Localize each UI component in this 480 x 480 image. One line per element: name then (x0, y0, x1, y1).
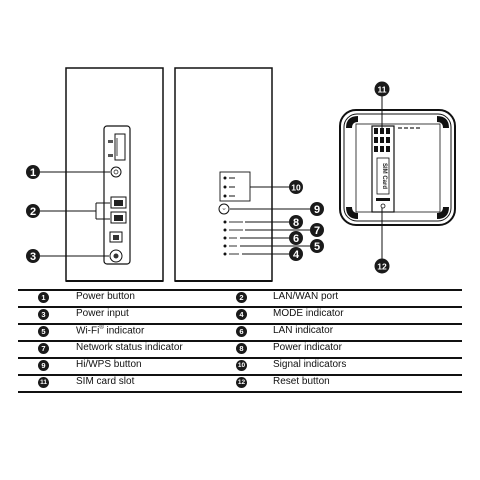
legend-badge: 11 (38, 377, 49, 388)
legend-badge: 9 (38, 360, 49, 371)
callout-11: 11 (374, 81, 390, 97)
legend-label: MODE indicator (273, 308, 344, 319)
callout-10: 10 (289, 180, 303, 194)
legend-row-rule (18, 306, 462, 308)
legend-row-rule (18, 357, 462, 359)
callout-12: 12 (374, 258, 390, 274)
legend-label: Hi/WPS button (76, 359, 142, 370)
legend-label: Power button (76, 291, 135, 302)
callout-7: 7 (310, 223, 324, 237)
legend-row: 11 SIM card slot 12 Reset button (18, 375, 462, 391)
legend-label: Power input (76, 308, 129, 319)
callout-6: 6 (289, 231, 303, 245)
legend-label: Signal indicators (273, 359, 347, 370)
legend-label: Network status indicator (76, 342, 183, 353)
svg-text:7: 7 (314, 225, 320, 237)
svg-text:9: 9 (314, 204, 320, 216)
legend-row-rule (18, 340, 462, 342)
wps-button-drawing (218, 203, 230, 215)
legend-badge: 6 (236, 326, 247, 337)
svg-text:2: 2 (30, 206, 36, 218)
legend-label: LAN/WAN port (273, 291, 339, 302)
legend-label: LAN indicator (273, 325, 334, 336)
legend-row: 5 Wi-Fi® indicator 6 LAN indicator (18, 324, 462, 340)
svg-text:4: 4 (293, 249, 300, 261)
svg-text:3: 3 (30, 251, 36, 263)
legend-badge: 2 (236, 292, 247, 303)
legend-row: 9 Hi/WPS button 10 Signal indicators (18, 358, 462, 374)
legend-label: Reset button (273, 376, 330, 387)
callout-1: 1 (26, 165, 40, 179)
legend-badge: 12 (236, 377, 247, 388)
callout-5: 5 (310, 239, 324, 253)
svg-text:8: 8 (293, 217, 299, 229)
svg-text:10: 10 (291, 183, 301, 193)
signal-indicator-dots (223, 176, 235, 198)
legend-row-rule (18, 374, 462, 376)
router-bottom-view: SIM Card (339, 109, 456, 226)
callout-2: 2 (26, 204, 40, 218)
legend-row: 7 Network status indicator 8 Power indic… (18, 341, 462, 357)
svg-text:W: W (223, 207, 226, 211)
legend-badge: 10 (236, 360, 247, 371)
callout-8: 8 (289, 215, 303, 229)
reset-button-drawing (380, 203, 386, 209)
router-front-view: W (174, 67, 273, 282)
legend-bottom-rule (18, 391, 462, 393)
svg-text:6: 6 (293, 233, 299, 245)
callout-9: 9 (310, 202, 324, 216)
svg-text:12: 12 (377, 262, 387, 272)
callout-4: 4 (289, 247, 303, 261)
legend-label: Power indicator (273, 342, 342, 353)
router-diagram: 1 2 3 W (26, 67, 456, 282)
legend-label: SIM card slot (76, 376, 135, 387)
sim-card-label: SIM Card (381, 163, 387, 189)
legend-badge: 5 (38, 326, 49, 337)
legend-label: Wi-Fi® indicator (76, 325, 145, 337)
svg-text:1: 1 (30, 167, 36, 179)
legend-row: 3 Power input 4 MODE indicator (18, 307, 462, 323)
legend-row-rule (18, 323, 462, 325)
callout-3: 3 (26, 249, 40, 263)
legend-badge: 1 (38, 292, 49, 303)
status-indicator-dots (223, 220, 243, 256)
power-button-drawing (110, 166, 122, 178)
legend-top-rule (18, 289, 462, 291)
legend-badge: 4 (236, 309, 247, 320)
router-back-view (65, 67, 164, 282)
svg-text:5: 5 (314, 241, 320, 253)
svg-text:11: 11 (378, 85, 387, 95)
legend-row: 1 Power button 2 LAN/WAN port (18, 290, 462, 306)
legend-badge: 3 (38, 309, 49, 320)
legend-badge: 8 (236, 343, 247, 354)
legend-badge: 7 (38, 343, 49, 354)
